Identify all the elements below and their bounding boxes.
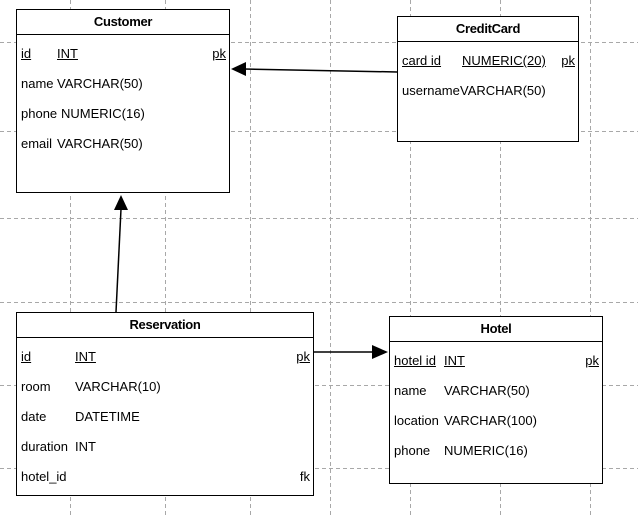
field-name: location	[394, 413, 439, 428]
field-row: name VARCHAR(50)	[390, 376, 602, 406]
field-name: card id	[402, 53, 442, 68]
field-type: VARCHAR(50)	[444, 383, 530, 398]
entity-creditcard[interactable]: CreditCard card id NUMERIC(20) pk userna…	[397, 16, 579, 142]
field-key: fk	[299, 469, 310, 484]
field-type: NUMERIC(16)	[61, 106, 145, 121]
field-type: INT	[57, 46, 78, 61]
field-type: INT	[75, 349, 96, 364]
field-name: phone	[21, 106, 58, 121]
field-row: hotel id INT pk	[390, 346, 602, 376]
field-row: phone NUMERIC(16)	[390, 436, 602, 466]
field-name: name	[394, 383, 427, 398]
field-row: hotel_id fk	[17, 462, 313, 492]
field-name: hotel_id	[21, 469, 67, 484]
field-row: phone NUMERIC(16)	[17, 99, 229, 129]
field-key: pk	[212, 46, 226, 61]
field-type: DATETIME	[75, 409, 140, 424]
field-row: duration INT	[17, 432, 313, 462]
field-row: name VARCHAR(50)	[17, 69, 229, 99]
field-row: location VARCHAR(100)	[390, 406, 602, 436]
field-name: hotel id	[394, 353, 436, 368]
field-type: NUMERIC(20)	[462, 53, 546, 68]
field-name: phone	[394, 443, 431, 458]
field-type: VARCHAR(100)	[444, 413, 537, 428]
entity-customer[interactable]: Customer id INT pk name VARCHAR(50) phon…	[16, 9, 230, 193]
entity-creditcard-title: CreditCard	[398, 17, 578, 42]
field-name: id	[21, 46, 32, 61]
entity-customer-title: Customer	[17, 10, 229, 35]
field-key: pk	[296, 349, 310, 364]
field-name: username	[402, 83, 460, 98]
field-name: date	[21, 409, 47, 424]
field-type: INT	[75, 439, 96, 454]
entity-reservation[interactable]: Reservation id INT pk room VARCHAR(10) d…	[16, 312, 314, 496]
field-row: id INT pk	[17, 342, 313, 372]
field-key: pk	[585, 353, 599, 368]
field-row: email VARCHAR(50)	[17, 129, 229, 159]
field-type: VARCHAR(50)	[57, 76, 143, 91]
entity-hotel-title: Hotel	[390, 317, 602, 342]
field-row: id INT pk	[17, 39, 229, 69]
field-name: duration	[21, 439, 68, 454]
field-row: card id NUMERIC(20) pk	[398, 46, 578, 76]
field-name: email	[21, 136, 53, 151]
field-type: VARCHAR(10)	[75, 379, 161, 394]
entity-reservation-title: Reservation	[17, 313, 313, 338]
field-row: room VARCHAR(10)	[17, 372, 313, 402]
field-name: name	[21, 76, 54, 91]
field-name: id	[21, 349, 32, 364]
field-type: VARCHAR(50)	[57, 136, 143, 151]
field-row: date DATETIME	[17, 402, 313, 432]
field-name: room	[21, 379, 51, 394]
field-type: NUMERIC(16)	[444, 443, 528, 458]
field-type: VARCHAR(50)	[460, 83, 546, 98]
field-key: pk	[561, 53, 575, 68]
field-type: INT	[444, 353, 465, 368]
field-row: username VARCHAR(50)	[398, 76, 578, 106]
entity-hotel[interactable]: Hotel hotel id INT pk name VARCHAR(50) l…	[389, 316, 603, 484]
